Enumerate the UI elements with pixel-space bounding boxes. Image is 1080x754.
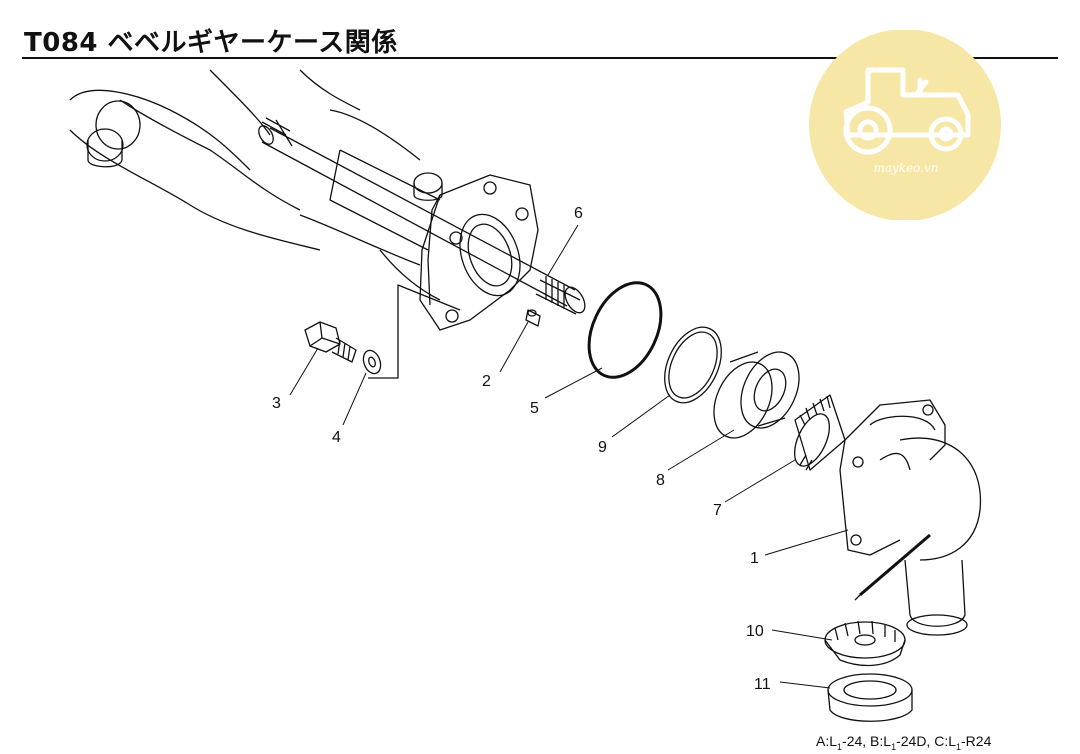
callout-5: 5 xyxy=(530,400,539,417)
callout-4: 4 xyxy=(332,429,341,446)
bearing-part-11 xyxy=(827,673,913,722)
callout-8: 8 xyxy=(656,472,665,489)
watermark-logo: maykeo.vn xyxy=(809,30,1001,220)
leader-lines xyxy=(289,224,849,689)
washer-part-4 xyxy=(362,349,382,375)
title-rule xyxy=(22,57,1058,59)
o-ring-part-5 xyxy=(587,281,663,379)
bevel-gear-part-7 xyxy=(794,394,846,471)
callout-3: 3 xyxy=(272,395,281,412)
page-title: T084 ベベルギヤーケース関係 xyxy=(24,28,398,58)
callout-7: 7 xyxy=(713,502,722,519)
watermark-text: maykeo.vn xyxy=(873,161,938,175)
bearing-part-8 xyxy=(713,351,800,439)
callout-9: 9 xyxy=(598,439,607,456)
callout-numbers: 6 2 3 4 5 9 8 7 1 10 11 xyxy=(272,205,771,693)
flange-plate xyxy=(329,149,539,331)
model-applicability-note: A:L1-24, B:L1-24D, C:L1-R24 xyxy=(816,733,992,752)
callout-6: 6 xyxy=(574,205,583,222)
shaft-part-6 xyxy=(258,117,586,315)
bevel-gear-part-10 xyxy=(824,620,906,667)
callout-11: 11 xyxy=(754,676,771,693)
snap-ring-part-9 xyxy=(664,326,722,404)
pin-part-2 xyxy=(525,309,541,327)
callout-10: 10 xyxy=(746,623,764,640)
gear-case-part-1 xyxy=(839,399,982,636)
bolt-part-3 xyxy=(304,321,357,363)
callout-1: 1 xyxy=(750,550,759,567)
axle-housing xyxy=(69,69,441,301)
callout-2: 2 xyxy=(482,373,491,390)
